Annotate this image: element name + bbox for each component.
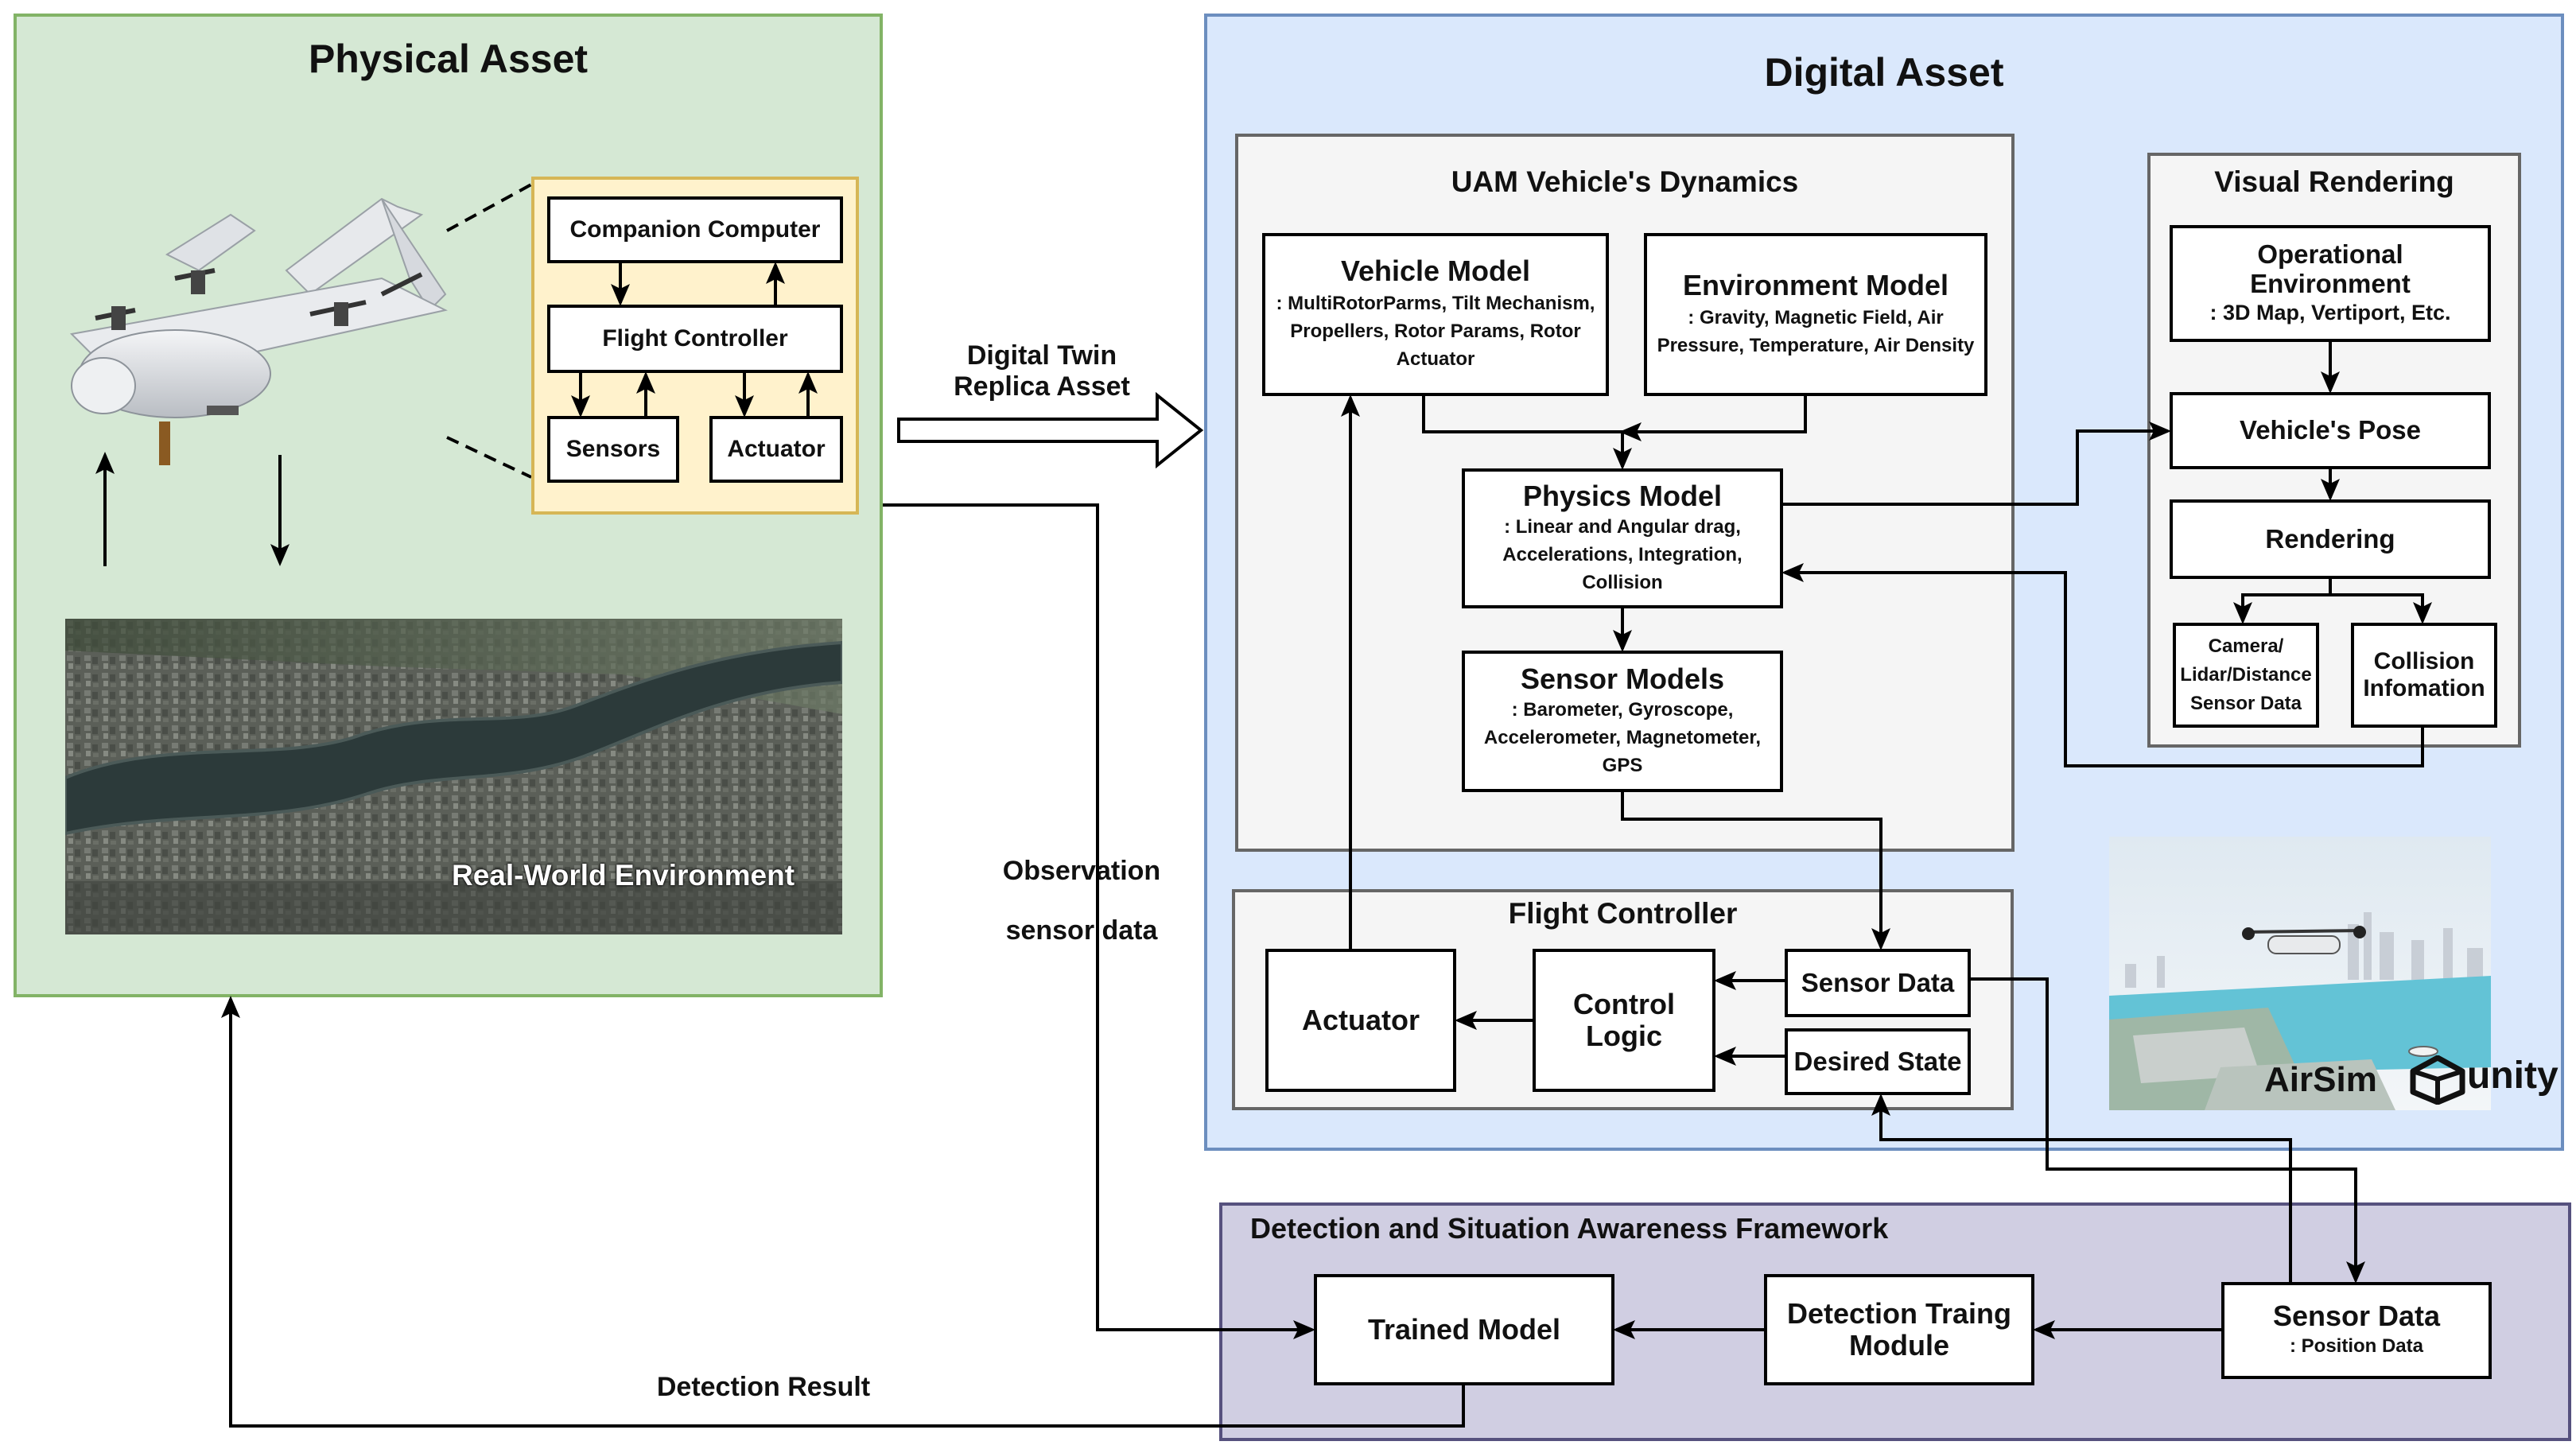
sensor-models-desc: : Barometer, Gyroscope, Accelerometer, M… [1483,698,1762,776]
tiltrotor-drone-image [69,197,448,465]
sensors-box[interactable]: Sensors [547,416,679,483]
airsim-logo-text: AirSim [2264,1060,2377,1099]
digital-asset-title: Digital Asset [1764,50,2004,95]
actuator-label-physical: Actuator [727,435,826,462]
sensors-label: Sensors [565,435,661,462]
framework-sensor-data-box[interactable]: Sensor Data : Position Data [2221,1282,2492,1379]
control-logic-label: Control Logic [1573,987,1675,1052]
detection-framework-title: Detection and Situation Awareness Framew… [1250,1212,1889,1245]
collision-information-label: Collision Infomation [2363,647,2485,702]
fc-sensor-data-box[interactable]: Sensor Data [1785,949,1971,1017]
sensor-models-box[interactable]: Sensor Models : Barometer, Gyroscope, Ac… [1462,651,1783,792]
flight-controller-box[interactable]: Flight Controller [547,305,843,373]
actuator-box-digital[interactable]: Actuator [1265,949,1456,1092]
physical-asset-title: Physical Asset [308,37,589,81]
unity-logo-text: unity [2467,1055,2559,1097]
detection-training-module-label: Detection Traing Module [1786,1296,2012,1362]
rendering-box[interactable]: Rendering [2170,499,2491,579]
sensor-models-title: Sensor Models [1520,662,1725,695]
physics-model-box[interactable]: Physics Model : Linear and Angular drag,… [1462,468,1783,608]
camera-lidar-box[interactable]: Camera/ Lidar/Distance Sensor Data [2173,623,2319,728]
observation-label: Observation sensor data [970,841,1193,961]
vehicle-model-title: Vehicle Model [1340,254,1531,288]
vehicles-pose-box[interactable]: Vehicle's Pose [2170,392,2491,469]
replica-label-line2: Replica Asset [954,371,1130,402]
actuator-box-physical[interactable]: Actuator [709,416,843,483]
unity-logo-icon [2410,1055,2465,1105]
vehicle-model-desc: : MultiRotorParms, Tilt Mechanism, Prope… [1276,293,1595,371]
trained-model-box[interactable]: Trained Model [1314,1274,1614,1385]
physics-model-title: Physics Model [1522,479,1723,512]
visual-rendering-title: Visual Rendering [2214,165,2454,198]
companion-computer-label: Companion Computer [569,216,821,243]
real-world-environment-label: Real-World Environment [452,859,795,892]
camera-lidar-label: Camera/ Lidar/Distance Sensor Data [2180,635,2312,714]
companion-computer-box[interactable]: Companion Computer [547,196,843,263]
desired-state-box[interactable]: Desired State [1785,1028,1971,1095]
observation-label-line2: sensor data [1005,915,1158,946]
replica-label-line1: Digital Twin [966,340,1117,371]
vehicles-pose-label: Vehicle's Pose [2240,415,2421,445]
vehicle-model-box[interactable]: Vehicle Model : MultiRotorParms, Tilt Me… [1262,233,1609,396]
leader-lines [446,183,532,479]
flight-controller-label: Flight Controller [602,324,788,352]
operational-environment-desc: : 3D Map, Vertiport, Etc. [2209,300,2451,324]
desired-state-label: Desired State [1793,1046,1962,1076]
detection-result-label: Detection Result [656,1372,871,1402]
collision-information-box[interactable]: Collision Infomation [2351,623,2497,728]
framework-sensor-data-title: Sensor Data [2272,1300,2441,1333]
trained-model-label: Trained Model [1367,1312,1561,1346]
rendering-label: Rendering [2265,523,2395,554]
environment-model-desc: : Gravity, Magnetic Field, Air Pressure,… [1657,306,1975,356]
framework-sensor-data-desc: : Position Data [2289,1335,2423,1357]
real-world-map-image [65,619,842,934]
operational-environment-title: Operational Environment [2250,239,2411,298]
observation-label-line1: Observation [1002,856,1161,886]
physics-model-desc: : Linear and Angular drag, Accelerations… [1502,515,1743,593]
environment-model-box[interactable]: Environment Model : Gravity, Magnetic Fi… [1644,233,1987,396]
flight-controller-group-title: Flight Controller [1508,897,1738,930]
replica-label: Digital Twin Replica Asset [931,340,1153,402]
actuator-label-digital: Actuator [1301,1003,1420,1036]
environment-model-title: Environment Model [1682,268,1949,301]
control-logic-box[interactable]: Control Logic [1533,949,1715,1092]
operational-environment-box[interactable]: Operational Environment : 3D Map, Vertip… [2170,225,2491,342]
fc-sensor-data-label: Sensor Data [1801,967,1955,997]
detection-training-module-box[interactable]: Detection Traing Module [1764,1274,2034,1385]
dynamics-title: UAM Vehicle's Dynamics [1451,165,1799,198]
